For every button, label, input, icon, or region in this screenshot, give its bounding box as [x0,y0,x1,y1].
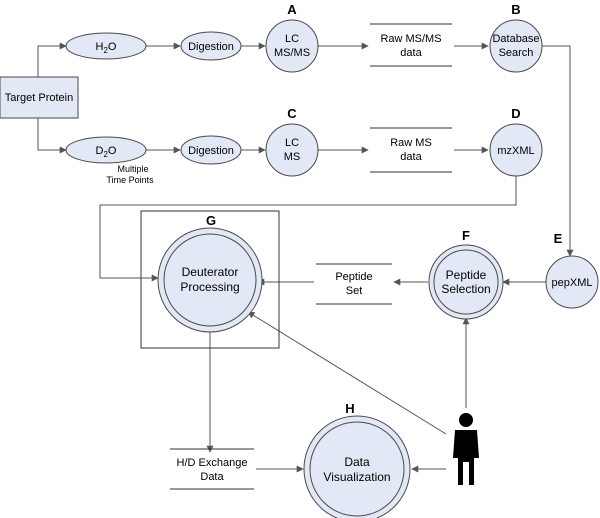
deuterator-frame [140,210,280,349]
edge-dbsearch-to-pepxml [542,45,574,257]
database-search-node[interactable]: Database Search [489,19,543,73]
letter-b: B [511,2,520,17]
raw-ms-label-line2: data [400,151,422,163]
edge-target-to-d2o [37,118,67,154]
edges [37,42,574,473]
digestion-top-node[interactable]: Digestion [180,31,242,61]
data-visualization-node[interactable]: Data Visualization [303,415,411,518]
deuterator-processing-node[interactable]: Deuterator Processing [157,227,263,333]
hd-exchange-label-line2: Data [200,471,224,483]
edge-target-to-h2o [37,42,67,77]
raw-ms-label-line1: Raw MS [390,137,432,149]
target-protein-node[interactable]: Target Protein [0,76,79,119]
deuterator-label-line1: Deuterator [182,265,239,279]
edge-mzxml-to-deuterator [99,175,517,282]
digestion-bottom-node[interactable]: Digestion [180,135,242,165]
peptide-set-store[interactable]: Peptide Set [316,263,392,305]
h2o-node[interactable]: H2O [65,32,147,60]
letter-a: A [287,2,297,17]
letter-h: H [345,401,354,416]
mzxml-node[interactable]: mzXML [489,123,543,177]
mzxml-label: mzXML [497,145,534,157]
raw-msms-label-line2: data [400,47,422,59]
letter-d: D [511,106,520,121]
user-icon[interactable] [453,413,479,485]
lc-ms-node[interactable]: LC MS [265,123,319,177]
peptide-set-label-line2: Set [346,285,363,297]
d2o-label: D2O [96,145,117,159]
deuterator-label-line2: Processing [180,280,239,294]
letter-f: F [462,228,470,243]
raw-msms-label-line1: Raw MS/MS [380,33,441,45]
lc-msms-label-line1: LC [285,33,299,45]
peptide-set-label-line1: Peptide [335,271,372,283]
data-visualization-label-line1: Data [344,455,370,469]
pepxml-label: pepXML [552,277,593,289]
letter-g: G [206,213,216,228]
peptide-selection-label-line1: Peptide [446,268,487,282]
edge-user-to-deuterator [247,311,447,435]
lc-msms-label-line2: MS/MS [274,47,310,59]
peptide-selection-label-line2: Selection [441,282,490,296]
d2o-note-line1: Multiple [117,164,148,174]
pepxml-node[interactable]: pepXML [545,255,599,309]
h2o-label: H2O [96,41,117,55]
d2o-node[interactable]: D2O [65,136,147,164]
digestion-bottom-label: Digestion [188,145,234,157]
letter-c: C [287,106,297,121]
lc-msms-node[interactable]: LC MS/MS [265,19,319,73]
d2o-note-line2: Time Points [106,175,154,185]
raw-ms-store[interactable]: Raw MS data [370,127,452,173]
database-search-label-line1: Database [492,33,539,45]
target-protein-label: Target Protein [5,92,73,104]
letter-e: E [554,231,563,246]
peptide-selection-node[interactable]: Peptide Selection [428,244,504,320]
database-search-label-line2: Search [499,47,534,59]
raw-msms-store[interactable]: Raw MS/MS data [370,23,452,67]
digestion-top-label: Digestion [188,41,234,53]
lc-ms-label-line1: LC [285,137,299,149]
lc-ms-label-line2: MS [284,151,301,163]
hd-exchange-label-line1: H/D Exchange [177,457,248,469]
hd-exchange-store[interactable]: H/D Exchange Data [170,448,254,490]
data-visualization-label-line2: Visualization [323,470,390,484]
